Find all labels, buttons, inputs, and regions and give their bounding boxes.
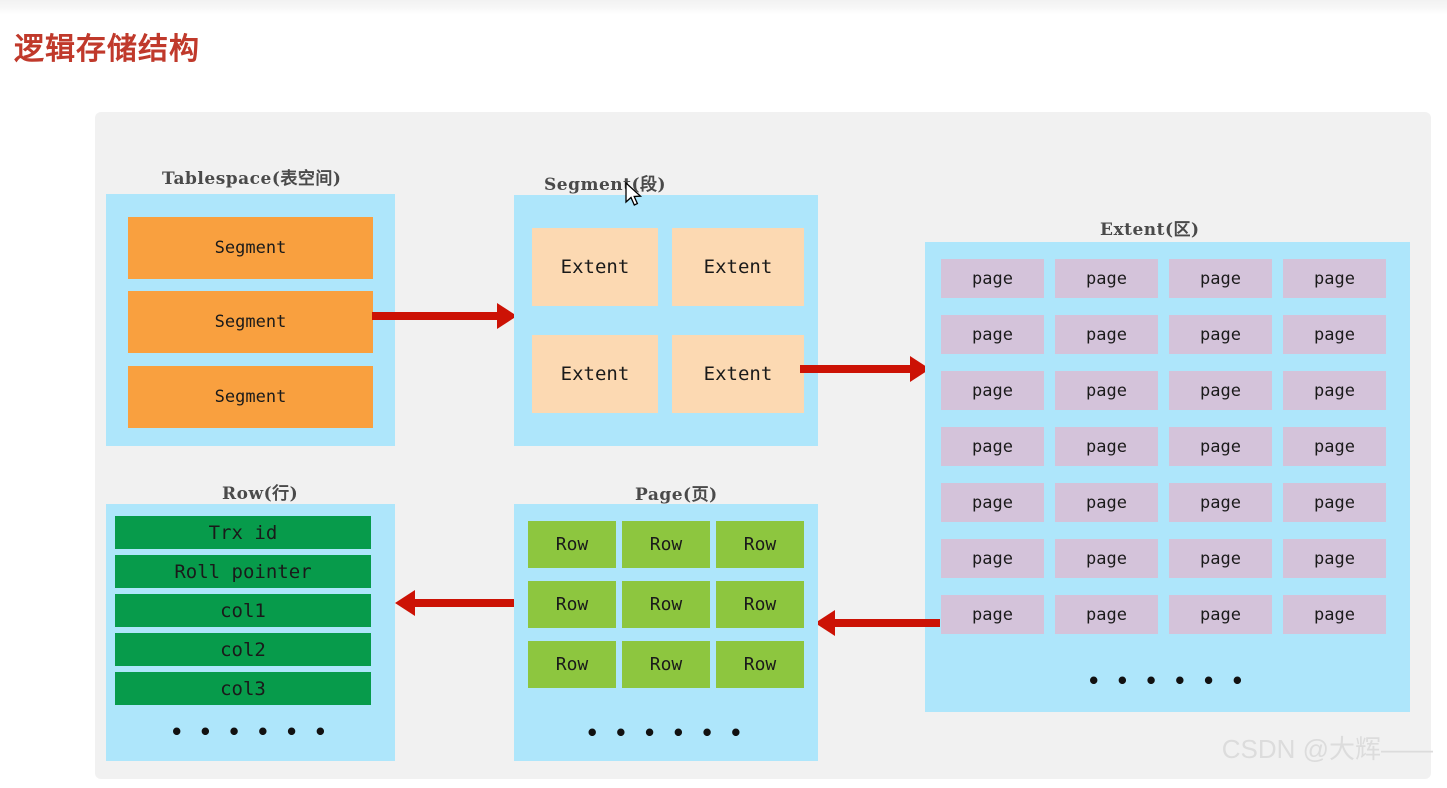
page-box[interactable]: page bbox=[1169, 371, 1272, 410]
row-field[interactable]: col2 bbox=[115, 633, 371, 666]
row-ellipsis: • • • • • • bbox=[169, 720, 332, 744]
segment-label: Segment(段) bbox=[544, 175, 667, 195]
page-box[interactable]: page bbox=[1169, 539, 1272, 578]
page-box[interactable]: page bbox=[1283, 427, 1386, 466]
top-strip bbox=[0, 0, 1447, 14]
page-box[interactable]: page bbox=[1055, 539, 1158, 578]
page-ellipsis: • • • • • • bbox=[585, 721, 747, 745]
mouse-pointer-icon bbox=[625, 182, 643, 206]
row-box[interactable]: Row bbox=[528, 641, 616, 688]
page-box[interactable]: page bbox=[1055, 315, 1158, 354]
page-box[interactable]: page bbox=[1055, 483, 1158, 522]
page-group-label: Page(页) bbox=[635, 485, 718, 505]
segment-box[interactable]: Segment bbox=[128, 217, 373, 279]
diagram-canvas: Tablespace(表空间) Segment Segment Segment … bbox=[95, 112, 1431, 779]
page-box[interactable]: page bbox=[1169, 315, 1272, 354]
page-box[interactable]: page bbox=[1055, 595, 1158, 634]
page-box[interactable]: page bbox=[941, 371, 1044, 410]
page-box[interactable]: page bbox=[1283, 539, 1386, 578]
page-box[interactable]: page bbox=[941, 539, 1044, 578]
page-box[interactable]: page bbox=[941, 427, 1044, 466]
page-box[interactable]: page bbox=[1169, 595, 1272, 634]
page-box[interactable]: page bbox=[1283, 315, 1386, 354]
extent-ellipsis: • • • • • • bbox=[1086, 669, 1249, 693]
page-box[interactable]: page bbox=[941, 315, 1044, 354]
page-box[interactable]: page bbox=[1169, 427, 1272, 466]
segment-box[interactable]: Segment bbox=[128, 366, 373, 428]
page-box[interactable]: page bbox=[941, 259, 1044, 298]
row-label: Row(行) bbox=[222, 484, 299, 504]
row-box[interactable]: Row bbox=[622, 521, 710, 568]
page-box[interactable]: page bbox=[1169, 259, 1272, 298]
row-box[interactable]: Row bbox=[622, 641, 710, 688]
row-box[interactable]: Row bbox=[622, 581, 710, 628]
arrow-extent-to-page bbox=[815, 610, 940, 636]
page-box[interactable]: page bbox=[941, 483, 1044, 522]
tablespace-label: Tablespace(表空间) bbox=[162, 169, 342, 189]
page-box[interactable]: page bbox=[1283, 483, 1386, 522]
page-box[interactable]: page bbox=[1283, 595, 1386, 634]
watermark: CSDN @大辉—— bbox=[1221, 734, 1433, 764]
page-title: 逻辑存储结构 bbox=[14, 33, 200, 66]
arrow-tablespace-to-segment bbox=[372, 303, 517, 329]
row-field[interactable]: col1 bbox=[115, 594, 371, 627]
row-box[interactable]: Row bbox=[716, 521, 804, 568]
row-field[interactable]: Trx id bbox=[115, 516, 371, 549]
extent-box[interactable]: Extent bbox=[532, 335, 658, 413]
page-box[interactable]: page bbox=[1055, 371, 1158, 410]
extent-container: page page page page page page page page page page… bbox=[925, 242, 1410, 712]
page-box[interactable]: page bbox=[941, 595, 1044, 634]
row-box[interactable]: Row bbox=[528, 581, 616, 628]
row-box[interactable]: Row bbox=[528, 521, 616, 568]
page-box[interactable]: page bbox=[1169, 483, 1272, 522]
page-box[interactable]: page bbox=[1283, 371, 1386, 410]
segment-box[interactable]: Segment bbox=[128, 291, 373, 353]
page-box[interactable]: page bbox=[1055, 427, 1158, 466]
row-container: Trx id Roll pointer col1 col2 col3 • • •… bbox=[106, 504, 395, 761]
extent-box[interactable]: Extent bbox=[672, 335, 804, 413]
extent-box[interactable]: Extent bbox=[672, 228, 804, 306]
row-box[interactable]: Row bbox=[716, 641, 804, 688]
row-field[interactable]: col3 bbox=[115, 672, 371, 705]
extent-label: Extent(区) bbox=[1100, 220, 1200, 240]
tablespace-container: Segment Segment Segment bbox=[106, 194, 395, 446]
extent-box[interactable]: Extent bbox=[532, 228, 658, 306]
arrow-page-to-row bbox=[395, 590, 519, 616]
page-box[interactable]: page bbox=[1055, 259, 1158, 298]
arrow-segment-to-extent bbox=[800, 356, 930, 382]
row-field[interactable]: Roll pointer bbox=[115, 555, 371, 588]
page-box[interactable]: page bbox=[1283, 259, 1386, 298]
row-box[interactable]: Row bbox=[716, 581, 804, 628]
segment-container: Extent Extent Extent Extent bbox=[514, 195, 818, 446]
